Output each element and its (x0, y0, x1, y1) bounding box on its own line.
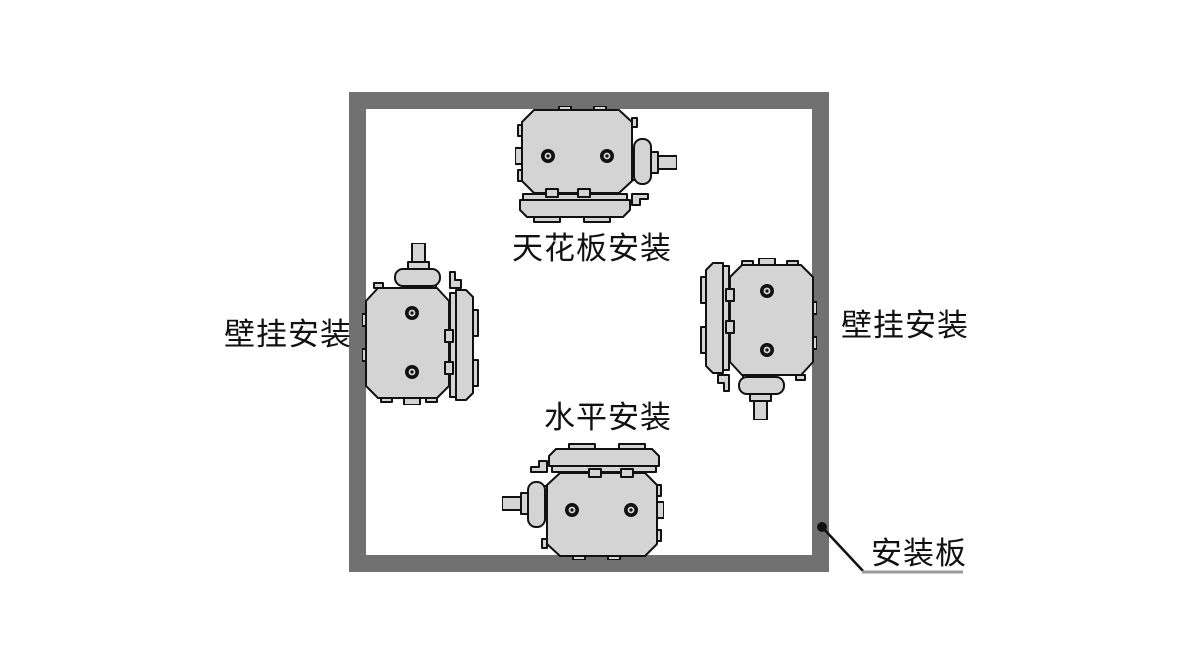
gearmotor-ceiling-mount (515, 106, 677, 224)
mounting-plate-label: 安装板 (871, 536, 967, 572)
gearmotor-wall-mount-right (699, 258, 817, 420)
gearmotor-horizontal-mount (502, 442, 664, 560)
gearmotor-drawing (700, 258, 817, 420)
gearmotor-drawing (362, 243, 479, 405)
horizontal-mount-label: 水平安装 (544, 400, 672, 436)
mounting-plate-frame (349, 92, 829, 572)
wall-mount-label-left: 壁挂安装 (224, 317, 352, 353)
gearmotor-drawing (515, 106, 677, 223)
gearmotor-wall-mount-left (362, 243, 480, 405)
ceiling-mount-label: 天花板安装 (512, 231, 672, 267)
wall-mount-label-right: 壁挂安装 (841, 308, 969, 344)
gearmotor-drawing (502, 443, 664, 560)
